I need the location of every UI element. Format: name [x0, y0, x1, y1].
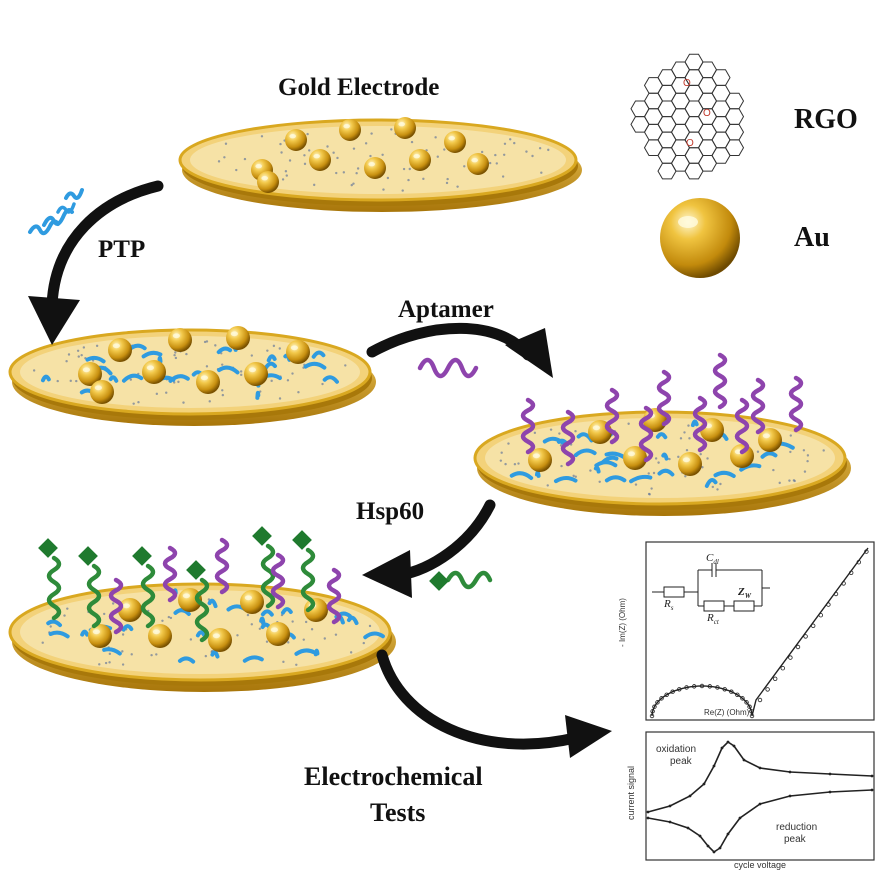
circuit-cdl-label: Cdl	[706, 552, 719, 567]
gold-electrode-label: Gold Electrode	[278, 74, 440, 101]
arrow-ptp	[28, 180, 164, 345]
cv-markers	[646, 740, 874, 854]
arrow-hsp60	[362, 499, 496, 598]
eis-markers	[649, 549, 869, 719]
gold-electrode-disc	[178, 117, 582, 212]
arrow-aptamer	[366, 322, 553, 378]
circuit-rct-label: Rct	[707, 612, 719, 627]
hsp60-label: Hsp60	[356, 498, 425, 525]
equivalent-circuit	[652, 563, 770, 612]
eis-curve	[651, 547, 869, 717]
aptamer-molecule-icon	[417, 357, 479, 379]
arrow-electrochemical	[376, 649, 612, 758]
rgo-oxygen-3: O	[686, 138, 694, 149]
cv-plot	[645, 731, 875, 861]
au-legend-label: Au	[794, 222, 830, 253]
aptamer-label: Aptamer	[398, 296, 494, 323]
hsp60-aptamer-complex-icon	[429, 570, 493, 591]
electrochemical-label: Electrochemical	[304, 762, 483, 791]
rgo-oxygen-2: O	[703, 108, 711, 119]
circuit-zw-label: ZW	[738, 586, 751, 601]
au-nanoparticle-icon	[660, 198, 740, 278]
aptamer-modified-disc	[473, 352, 851, 516]
hsp60-bound-disc	[8, 526, 396, 692]
circuit-rs-label: Rs	[664, 598, 674, 613]
cv-xlabel: cycle voltage	[734, 860, 787, 870]
rgo-legend-label: RGO	[794, 104, 858, 135]
cv-ylabel: current signal	[626, 765, 637, 821]
eis-nyquist-plot	[645, 541, 875, 721]
ptp-molecule-icon	[28, 188, 84, 236]
eis-ylabel: - Im(Z) (Ohm)	[617, 598, 627, 647]
ptp-label: PTP	[98, 236, 146, 263]
rgo-oxygen-1: O	[683, 78, 691, 89]
rgo-structure-icon	[630, 53, 745, 180]
eis-xlabel: Re(Z) (Ohm)	[704, 708, 750, 717]
tests-label: Tests	[370, 798, 426, 827]
ptp-modified-disc	[8, 326, 376, 426]
